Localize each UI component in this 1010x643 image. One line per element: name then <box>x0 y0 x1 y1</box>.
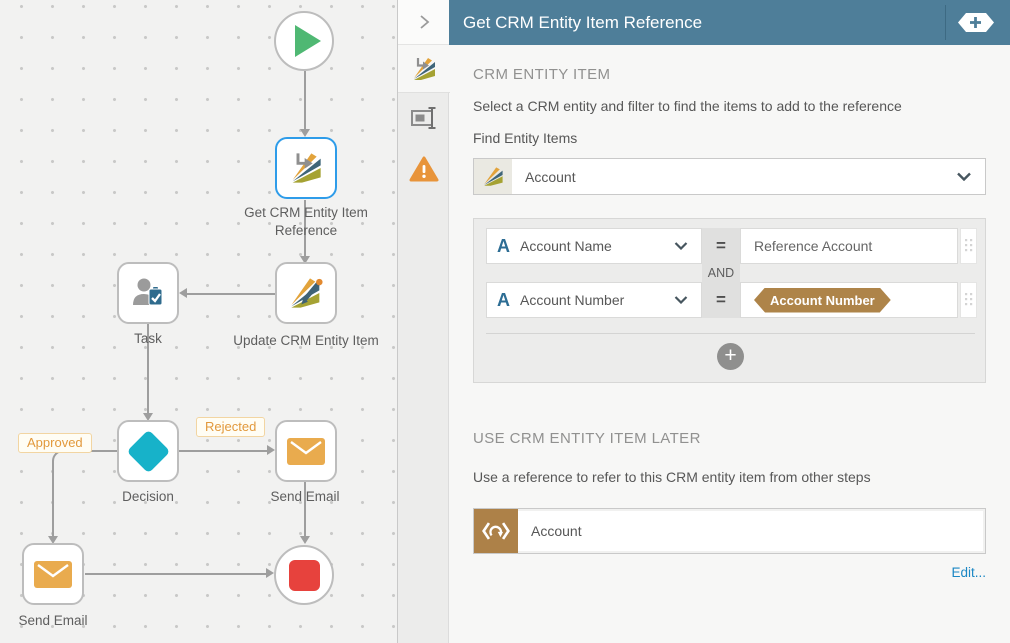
row-drag-handle[interactable] <box>960 282 977 318</box>
chevron-down-icon <box>674 296 688 304</box>
connector-task-to-decision <box>147 324 149 414</box>
task-node[interactable] <box>117 262 179 324</box>
connector-sendemail2-to-end <box>85 573 267 575</box>
filter-field-dropdown[interactable]: A Account Name <box>486 228 702 264</box>
update-crm-entity-item-node[interactable] <box>275 262 337 324</box>
arrowhead <box>267 445 275 455</box>
connector-sendemail-to-end <box>304 481 306 538</box>
collapse-panel-button[interactable] <box>398 0 449 45</box>
section-description: Select a CRM entity and filter to find t… <box>473 98 902 114</box>
node-label: Update CRM Entity Item <box>233 333 379 348</box>
text-field-icon <box>411 107 436 129</box>
node-label: Send Email <box>18 613 88 628</box>
entity-icon-box <box>474 159 512 194</box>
tab-strip <box>398 0 449 643</box>
email-icon <box>287 437 325 465</box>
end-node[interactable] <box>274 545 334 605</box>
panel-header: Get CRM Entity Item Reference <box>449 0 1010 45</box>
start-node[interactable] <box>274 11 334 71</box>
config-panel: Get CRM Entity Item Reference <box>398 0 1010 643</box>
tag-plus-icon <box>958 13 994 32</box>
crm-entity-icon <box>484 166 503 186</box>
arrowhead <box>266 568 274 578</box>
tab-properties[interactable] <box>398 99 450 137</box>
text-type-icon: A <box>497 235 510 256</box>
filter-builder: = AND = A Account Name A Account Number <box>473 218 986 383</box>
workflow-canvas[interactable]: Get CRM Entity Item Reference Task Updat… <box>0 0 398 643</box>
tab-crm-entity-item[interactable] <box>398 45 450 93</box>
reference-icon <box>482 522 510 540</box>
send-email-approved-node[interactable] <box>22 543 84 605</box>
send-email-rejected-node[interactable] <box>275 420 337 482</box>
operator-column: = AND = <box>702 228 740 318</box>
row-drag-handle[interactable] <box>960 228 977 264</box>
filter-value-input-wrap <box>740 228 958 264</box>
node-label: Decision <box>122 489 174 504</box>
filter-field-dropdown[interactable]: A Account Number <box>486 282 702 318</box>
decision-diamond-icon <box>126 429 170 473</box>
play-icon <box>295 25 321 57</box>
filter-value-input-wrap: Account Number <box>740 282 958 318</box>
section-heading-use-later: USE CRM ENTITY ITEM LATER <box>473 430 701 447</box>
stop-icon <box>288 559 320 591</box>
connector-start-to-getcrm <box>304 71 306 130</box>
node-label: Task <box>134 331 162 346</box>
section-heading-crm-entity-item: CRM ENTITY ITEM <box>473 66 611 83</box>
filter-value-input[interactable] <box>741 238 957 254</box>
arrowhead <box>48 536 58 544</box>
arrowhead <box>300 536 310 544</box>
filter-field-value: Account Number <box>520 292 625 308</box>
reference-value-wrap: Account <box>518 511 983 551</box>
connector-getcrm-to-update <box>304 200 306 257</box>
filter-divider <box>486 333 975 334</box>
connector-decision-approved-v <box>52 463 54 537</box>
branch-label-rejected: Rejected <box>196 417 266 437</box>
filter-field-value: Account Name <box>520 238 612 254</box>
grip-dots-icon <box>964 239 972 252</box>
task-icon <box>133 278 163 306</box>
connector-decision-to-sendemail-rejected <box>179 450 268 452</box>
reference-value: Account <box>531 523 582 539</box>
chevron-down-icon <box>956 172 972 181</box>
entity-dropdown[interactable]: Account <box>473 158 986 195</box>
add-reference-tag-button[interactable] <box>958 12 994 33</box>
reference-field[interactable]: Account <box>473 508 986 554</box>
chevron-right-icon <box>419 15 429 29</box>
branch-label-approved: Approved <box>18 433 92 453</box>
arrowhead <box>143 413 153 421</box>
arrowhead <box>300 256 310 264</box>
edit-reference-link[interactable]: Edit... <box>951 565 986 580</box>
conjunction-label: AND <box>707 266 735 280</box>
chevron-down-icon <box>674 242 688 250</box>
connector-update-to-task <box>186 293 276 295</box>
text-type-icon: A <box>497 289 510 310</box>
reference-icon-box <box>474 509 518 553</box>
arrowhead <box>179 288 187 298</box>
decision-node[interactable] <box>117 420 179 482</box>
crm-entity-reference-icon <box>292 153 321 183</box>
grip-dots-icon <box>964 293 972 306</box>
panel-title: Get CRM Entity Item Reference <box>463 12 703 32</box>
warning-icon <box>409 156 439 181</box>
entity-dropdown-value: Account <box>525 168 576 185</box>
operator-equals: = <box>716 236 726 255</box>
tab-warnings[interactable] <box>398 148 450 190</box>
field-reference-tag[interactable]: Account Number <box>754 288 891 313</box>
section-description: Use a reference to refer to this CRM ent… <box>473 469 871 485</box>
node-label: Send Email <box>270 489 340 504</box>
node-label: Get CRM Entity Item Reference <box>244 205 368 238</box>
arrowhead <box>300 129 310 137</box>
get-crm-entity-item-reference-node[interactable] <box>275 137 337 199</box>
email-icon <box>34 560 72 588</box>
crm-entity-icon <box>414 57 435 80</box>
operator-equals: = <box>716 290 726 309</box>
add-condition-button[interactable]: + <box>717 343 744 370</box>
update-crm-icon <box>291 278 323 308</box>
find-entity-items-label: Find Entity Items <box>473 130 578 146</box>
header-divider <box>945 5 946 40</box>
